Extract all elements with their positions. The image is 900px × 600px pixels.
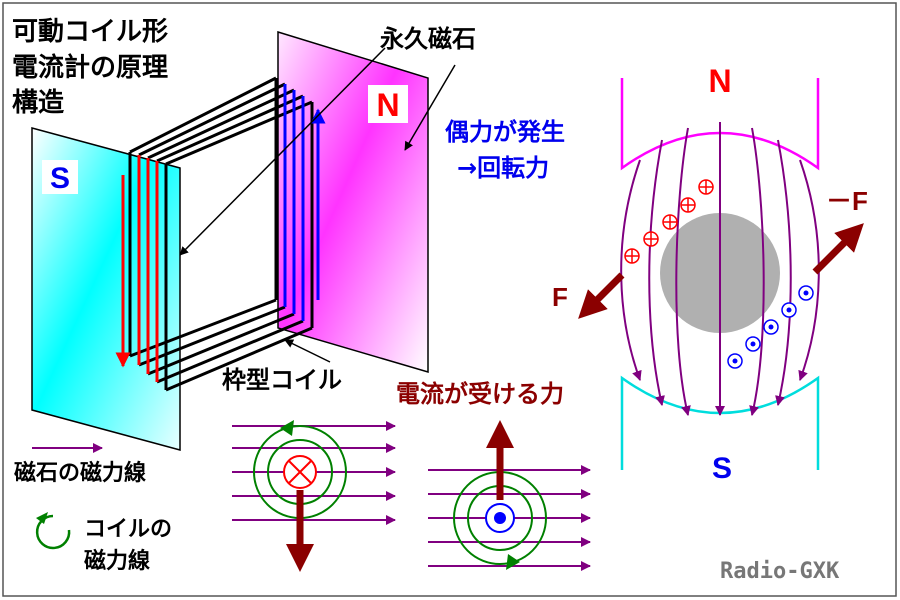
left-n-label: N	[376, 87, 399, 123]
conductor-in-field-lines	[232, 421, 396, 525]
legend-coil-text-2: 磁力線	[84, 548, 150, 574]
legend-coil-swatch	[35, 512, 71, 550]
force-arrow-right	[812, 223, 864, 275]
coil-side-red	[137, 155, 159, 382]
title-line-3: 構造	[12, 88, 64, 118]
couple-text-1: 偶力が発生	[445, 118, 565, 146]
current-out-markers	[727, 285, 814, 369]
force-neg-label: －F	[826, 186, 868, 216]
current-force-label: 電流が受ける力	[396, 380, 564, 408]
magnet-pointer-right	[404, 64, 456, 151]
conductor-out-diagram	[428, 420, 591, 571]
s-label-bg	[42, 160, 78, 194]
right-n-label: N	[708, 63, 731, 99]
watermark: Radio-GXK	[720, 559, 840, 584]
legend-coil-text-1: コイルの	[84, 517, 172, 542]
right-s-label: S	[712, 452, 732, 485]
top-view-figure	[578, 78, 864, 470]
construction-figure: S N	[31, 30, 456, 451]
force-arrow-left	[578, 272, 625, 319]
coil-pointer	[284, 339, 331, 363]
coil-side-blue	[283, 84, 305, 321]
frame-coil	[128, 76, 314, 392]
couple-text-2: →回転力	[457, 154, 549, 182]
title-line-1: 可動コイル形	[12, 17, 168, 47]
force-pos-label: F	[552, 282, 568, 312]
magnet-pointer-left	[179, 47, 386, 256]
magnet-label: 永久磁石	[380, 25, 476, 53]
n-label-bg	[368, 85, 408, 123]
conductor-in-diagram	[232, 420, 396, 572]
title-line-2: 電流計の原理	[12, 52, 168, 83]
frame-coil-label: 枠型コイル	[222, 366, 342, 394]
current-in-markers	[624, 179, 714, 264]
left-s-label: S	[50, 162, 70, 195]
legend-magnet-text: 磁石の磁力線	[14, 460, 146, 486]
